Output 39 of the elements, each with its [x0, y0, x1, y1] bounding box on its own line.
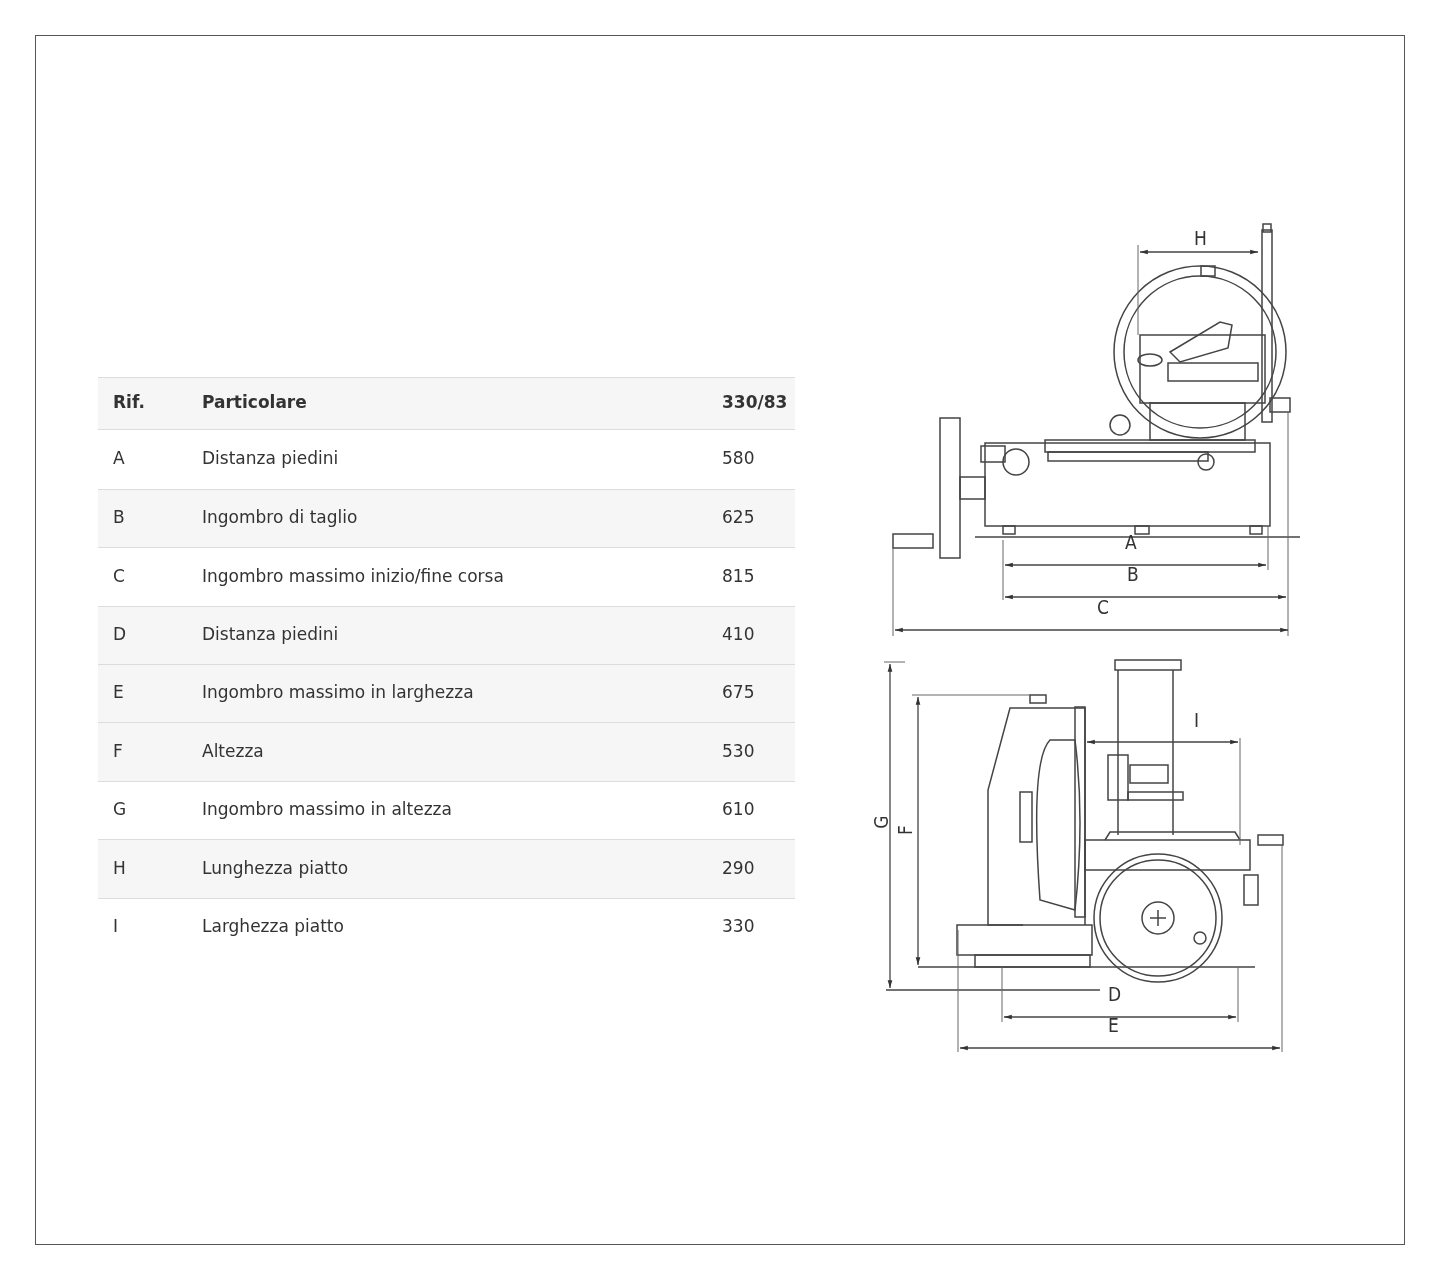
reference-letter: C [113, 565, 125, 586]
dimension-letter: B [1127, 564, 1139, 584]
dimension-description: Lunghezza piatto [202, 857, 349, 878]
dimension-value: 675 [722, 682, 755, 702]
reference-letter: E [113, 682, 124, 702]
dimension-letter: G [870, 815, 891, 829]
dimension-description: Ingombro massimo inizio/fine corsa [202, 565, 504, 586]
dimension-value: 610 [722, 799, 755, 819]
reference-letter: F [113, 740, 123, 761]
dimension-letter: C [1097, 597, 1109, 617]
reference-letter: G [113, 799, 127, 819]
dimension-letter: I [1194, 710, 1200, 730]
reference-letter: A [113, 448, 125, 468]
dimension-description: Ingombro massimo in larghezza [202, 682, 474, 702]
dimension-letter: F [894, 825, 915, 835]
dimension-description: Larghezza piatto [202, 916, 344, 936]
dimension-description: Ingombro massimo in altezza [202, 799, 452, 819]
dimension-value: 410 [722, 624, 755, 644]
dimension-value: 290 [722, 857, 755, 878]
dimension-value: 625 [722, 507, 755, 527]
column-header: 330/83 [722, 392, 788, 412]
dimension-letter: D [1108, 984, 1122, 1004]
dimension-letter: H [1194, 228, 1207, 248]
dimension-description: Distanza piedini [202, 448, 339, 468]
column-header: Rif. [113, 392, 145, 412]
reference-letter: D [113, 624, 127, 644]
reference-letter: H [113, 857, 126, 878]
dimension-value: 330 [722, 916, 755, 936]
reference-letter: B [113, 507, 125, 527]
dimension-description: Distanza piedini [202, 624, 339, 644]
dimension-letter: A [1125, 532, 1137, 552]
dimension-description: Altezza [202, 740, 264, 761]
column-header: Particolare [202, 392, 307, 412]
dimension-letter: E [1108, 1015, 1119, 1035]
dimension-description: Ingombro di taglio [202, 507, 358, 527]
dimension-value: 530 [722, 740, 755, 761]
dimension-value: 815 [722, 565, 755, 586]
reference-letter: I [113, 916, 118, 936]
dimension-value: 580 [722, 448, 755, 468]
